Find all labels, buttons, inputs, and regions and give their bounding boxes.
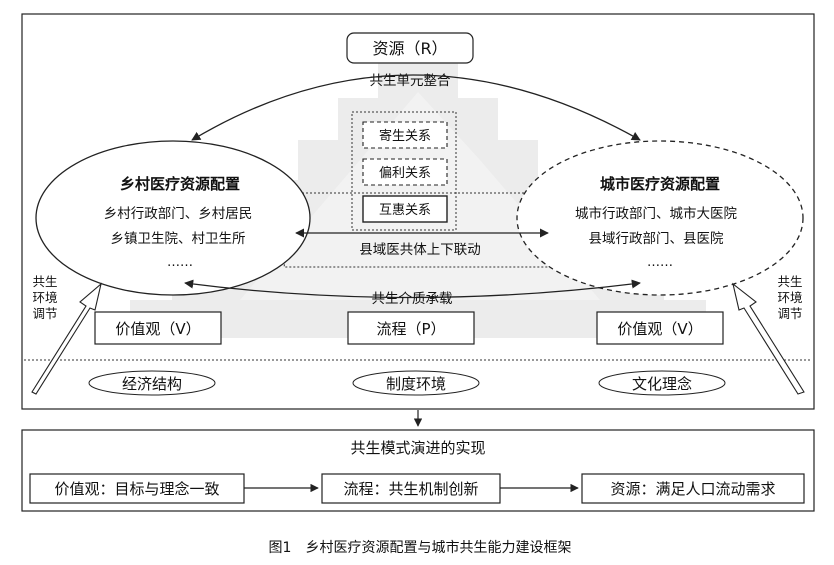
integration-label: 共生单元整合 [370,73,451,89]
left-hollow-arrow [31,282,102,395]
realization-title: 共生模式演进的实现 [350,439,485,457]
value-box-left-label: 价值观（V） [115,320,200,338]
economy-ellipse [88,370,216,396]
realization-frame [21,429,815,512]
resource-box [346,32,474,64]
process-box [347,311,475,345]
county-link-label: 县域医共体上下联动 [359,242,481,258]
side-left-line-1: 共生 [32,274,57,289]
rural-line-1: 乡村行政部门、乡村居民 [104,206,253,222]
process-box-label: 流程（P） [376,320,445,338]
value-box-right-label: 价值观（V） [617,320,702,338]
commensal-box [362,158,448,186]
step-box-1 [29,473,245,504]
rural-ellipse [35,140,311,296]
step-box-2 [321,473,501,504]
outer-frame [21,13,815,410]
side-right-line-1: 共生 [777,274,802,289]
urban-line-3: …… [647,255,673,270]
urban-title: 城市医疗资源配置 [600,175,720,193]
figure-caption: 图1 乡村医疗资源配置与城市共生能力建设框架 [269,539,572,556]
rural-title: 乡村医疗资源配置 [120,175,240,193]
side-left-line-3: 调节 [32,306,57,321]
commensal-label: 偏利关系 [379,166,431,181]
side-right-line-3: 调节 [777,306,802,321]
mutualism-box [362,195,448,223]
rural-line-3: …… [167,255,193,270]
resource-label: 资源（R） [372,39,447,58]
parasitic-label: 寄生关系 [379,128,431,144]
medium-arc [184,279,641,299]
urban-ellipse [516,140,804,296]
culture-ellipse [598,370,726,396]
side-right-line-2: 环境 [777,290,802,305]
institution-ellipse [352,370,480,396]
step-label-1: 价值观：目标与理念一致 [54,480,219,498]
mutualism-label: 互惠关系 [379,203,431,218]
step-label-3: 资源：满足人口流动需求 [610,480,775,498]
economy-label: 经济结构 [122,375,182,393]
integration-arc [191,74,641,141]
right-hollow-arrow [732,282,805,395]
value-box-left [94,311,222,345]
side-left-line-2: 环境 [32,290,57,305]
parasitic-box [362,121,448,149]
rural-line-2: 乡镇卫生院、村卫生所 [111,231,246,247]
medium-label: 共生介质承载 [372,291,453,307]
urban-line-2: 县域行政部门、县医院 [589,231,724,247]
value-box-right [596,311,724,345]
urban-line-1: 城市行政部门、城市大医院 [575,205,737,222]
step-box-3 [581,473,805,504]
culture-label: 文化理念 [632,375,692,393]
step-label-2: 流程：共生机制创新 [343,480,478,498]
institution-label: 制度环境 [386,375,446,393]
